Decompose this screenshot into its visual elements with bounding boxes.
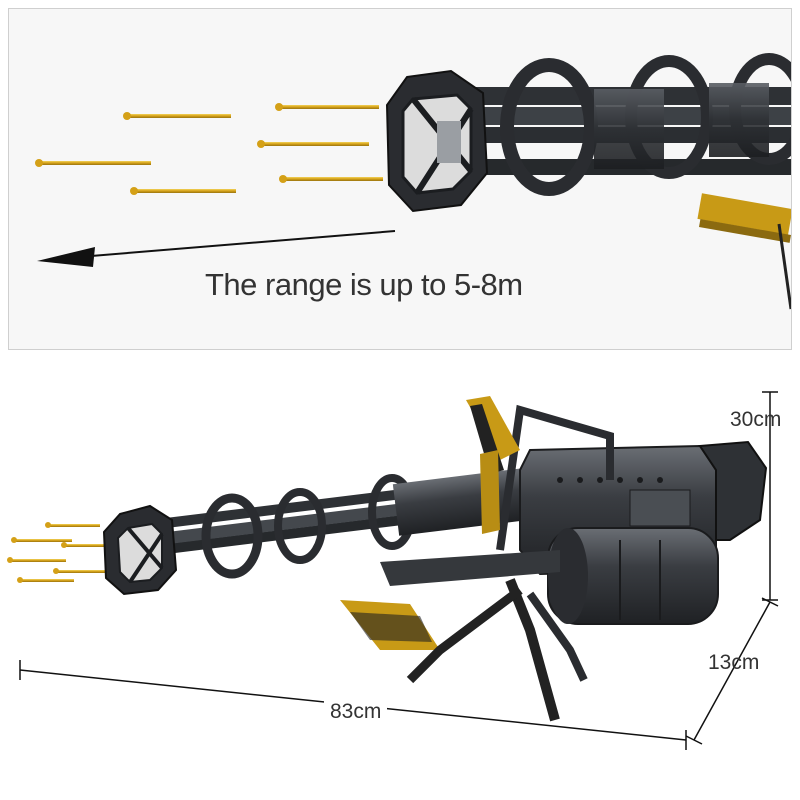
bullet-icon [257,140,369,148]
bullet-icon [279,175,383,183]
bullets-group [35,103,383,195]
bullet-icon [35,159,151,167]
ammo-belt [697,193,791,243]
bullet-icon [45,522,100,528]
bullet-icon [123,112,231,120]
bullet-icon [7,557,66,563]
bullet-icon [17,577,74,583]
range-panel: The range is up to 5-8m [8,8,792,350]
bullet-icon [11,537,72,543]
bullet-icon [61,542,112,548]
arrow-left-icon [37,230,396,267]
bullet-icon [275,103,379,111]
height-dimension-label: 30cm [730,408,782,431]
gun-body [102,396,768,722]
ammo-belt [340,396,520,650]
bullet-icon [130,187,236,195]
bullets-group [7,522,112,583]
range-caption: The range is up to 5-8m [205,267,523,302]
length-dimension-label: 83cm [324,700,388,724]
barrel-assembly [385,53,791,310]
bullet-icon [53,568,106,574]
gatling-gun-illustration [7,391,779,750]
barrel-closeup-illustration [35,53,791,310]
depth-dimension-label: 13cm [708,651,760,674]
